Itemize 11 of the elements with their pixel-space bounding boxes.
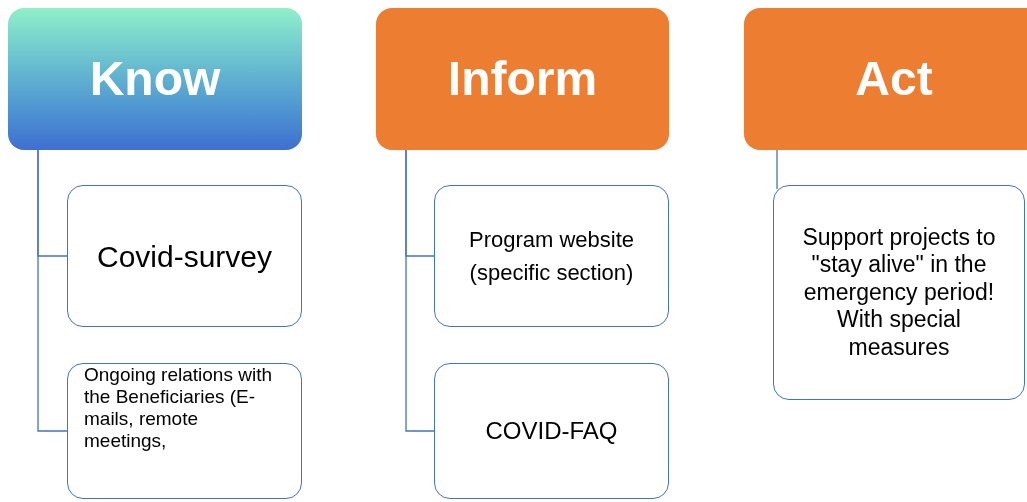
- connector-line: [405, 149, 435, 432]
- connector-line: [776, 149, 778, 190]
- item-box: COVID-FAQ: [434, 363, 669, 499]
- item-box: Support projects to "stay alive" in the emergency period! With special measures: [773, 185, 1025, 400]
- item-box: Covid-survey: [67, 185, 302, 327]
- item-box: Program website (specific section): [434, 185, 669, 327]
- connector-line: [37, 149, 68, 432]
- category-header: Inform: [376, 8, 669, 150]
- category-header: Know: [8, 8, 302, 150]
- category-header: Act: [744, 8, 1027, 150]
- item-box: Ongoing relations with the Beneficiaries (E-mails, remote meetings,: [67, 363, 302, 499]
